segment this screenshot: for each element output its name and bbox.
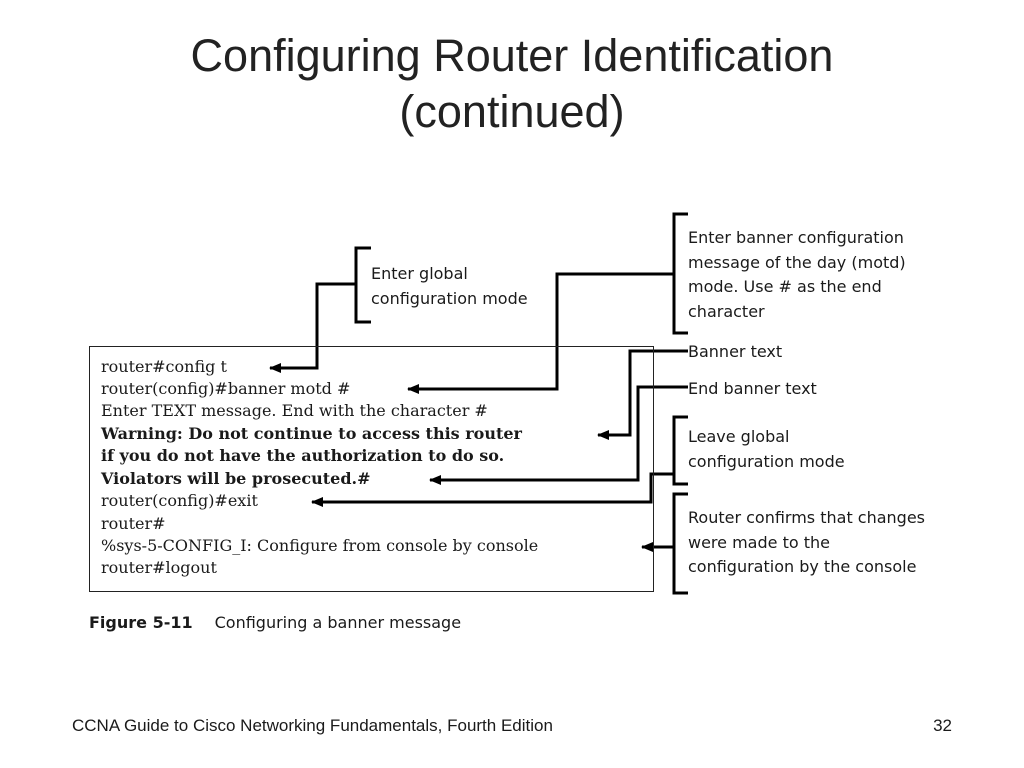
- bracket-banner-config: [672, 212, 688, 335]
- code-line-1: router#config t: [101, 357, 227, 376]
- callout-confirm-line-3: configuration by the console: [688, 557, 917, 576]
- callout-banner-text-label: Banner text: [688, 342, 783, 361]
- code-line-6: Violators will be prosecuted.#: [101, 469, 371, 488]
- code-listing-box: [89, 346, 654, 592]
- callout-confirm-line-1: Router confirms that changes: [688, 508, 926, 527]
- bracket-leave-global: [672, 415, 688, 486]
- code-line-2: router(config)#banner motd #: [101, 379, 351, 398]
- callout-leave-global-line-1: Leave global: [688, 427, 790, 446]
- callout-banner-config-line-3: mode. Use # as the end: [688, 277, 882, 296]
- figure-caption-text: Configuring a banner message: [214, 613, 462, 632]
- callout-banner-config-line-4: character: [688, 301, 765, 321]
- code-line-9: %sys-5-CONFIG_I: Configure from console …: [101, 536, 539, 555]
- figure-number: Figure 5-11: [89, 613, 193, 632]
- callout-confirm-line-2: were made to the: [688, 532, 830, 552]
- bracket-confirm: [672, 492, 688, 595]
- code-line-4: Warning: Do not continue to access this …: [101, 424, 522, 443]
- footer-page-number: 32: [933, 716, 952, 735]
- code-line-3: Enter TEXT message. End with the charact…: [101, 401, 488, 420]
- code-line-7: router(config)#exit: [101, 491, 258, 510]
- footer-book-title: CCNA Guide to Cisco Networking Fundament…: [72, 716, 553, 735]
- callout-confirm: Router confirms that changes were made t…: [688, 506, 1018, 580]
- callout-banner-config: Enter banner configuration message of th…: [688, 226, 1018, 324]
- callout-end-banner: End banner text: [688, 377, 1018, 402]
- title-line-2: (continued): [399, 86, 625, 137]
- callout-banner-config-line-2: message of the day (motd): [688, 252, 906, 272]
- callout-global-config: Enter global configuration mode: [371, 261, 571, 311]
- callout-global-config-line-1: Enter global: [371, 264, 468, 283]
- callout-banner-text: Banner text: [688, 340, 1018, 365]
- code-line-8: router#: [101, 514, 166, 533]
- callout-banner-config-line-1: Enter banner configuration: [688, 228, 904, 247]
- callout-leave-global-line-2: configuration mode: [688, 451, 845, 471]
- arrow-end-banner: [429, 385, 688, 485]
- slide-title: Configuring Router Identification (conti…: [0, 28, 1024, 140]
- arrow-config-t: [269, 282, 356, 373]
- arrow-banner-motd: [407, 272, 674, 394]
- callout-leave-global: Leave global configuration mode: [688, 425, 1018, 474]
- figure-caption: Figure 5-11 Configuring a banner message: [89, 611, 461, 635]
- callout-global-config-line-2: configuration mode: [371, 289, 528, 308]
- code-line-5: if you do not have the authorization to …: [101, 446, 505, 465]
- callout-end-banner-label: End banner text: [688, 379, 817, 398]
- arrow-exit: [311, 472, 674, 507]
- code-line-10: router#logout: [101, 558, 217, 577]
- title-line-1: Configuring Router Identification: [190, 30, 834, 81]
- bracket-global-config: [354, 246, 371, 324]
- arrow-banner-text: [597, 349, 688, 440]
